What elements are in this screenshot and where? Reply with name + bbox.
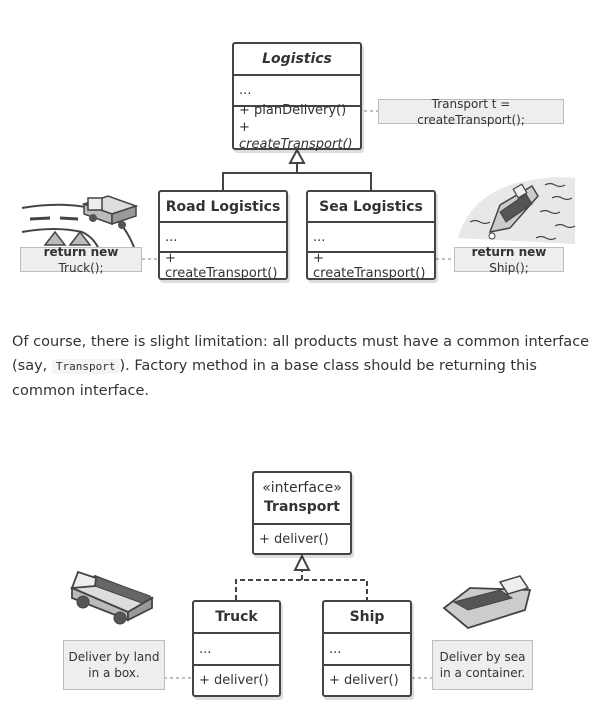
transport-method-text: + deliver() bbox=[259, 531, 329, 547]
top-diagram: Logistics ... + planDelivery() + createT… bbox=[0, 0, 616, 300]
method-create-transport: + createTransport() bbox=[239, 120, 353, 152]
note-land-line1: Deliver by land bbox=[68, 650, 160, 664]
logistics-class-title: Logistics bbox=[234, 44, 360, 74]
transport-interface: «interface» Transport + deliver() bbox=[252, 471, 352, 555]
truck-fields: ... bbox=[194, 632, 279, 664]
logistics-class: Logistics ... + planDelivery() + createT… bbox=[232, 42, 362, 152]
sea-logistics-title: Sea Logistics bbox=[308, 192, 434, 221]
inline-code-transport: Transport bbox=[51, 359, 120, 374]
note-return-truck: return new Truck(); bbox=[20, 244, 142, 275]
ship-title-text: Ship bbox=[349, 609, 385, 625]
truck-methods: + deliver() bbox=[194, 664, 279, 695]
note-truck-keyword: return new bbox=[43, 244, 119, 259]
paragraph-text-after: ). Factory method in a base class should… bbox=[12, 358, 537, 399]
truck-icon bbox=[81, 195, 139, 229]
sea-fields: ... bbox=[308, 221, 434, 251]
note-ship-value: Ship(); bbox=[489, 260, 529, 275]
note-ship-keyword: return new bbox=[471, 244, 547, 259]
explanation-paragraph: Of course, there is slight limitation: a… bbox=[12, 330, 592, 403]
sea-method-text: + createTransport() bbox=[313, 250, 426, 281]
ship-fields: ... bbox=[324, 632, 410, 664]
road-fields: ... bbox=[160, 221, 286, 251]
logistics-methods: + planDelivery() + createTransport() bbox=[234, 103, 360, 152]
sea-logistics-class: Sea Logistics ... + createTransport() bbox=[306, 190, 436, 281]
sea-methods: + createTransport() bbox=[308, 250, 434, 281]
note-land-line2: in a box. bbox=[88, 666, 140, 680]
ship-fields-text: ... bbox=[329, 641, 342, 657]
truck-icon bbox=[69, 570, 155, 625]
truck-class: Truck ... + deliver() bbox=[192, 600, 281, 697]
ship-class-title: Ship bbox=[324, 602, 410, 632]
road-title-text: Road Logistics bbox=[165, 198, 281, 215]
truck-fields-text: ... bbox=[199, 641, 212, 657]
interface-stereotype: «interface» bbox=[262, 480, 342, 496]
road-method-text: + createTransport() bbox=[165, 250, 278, 281]
note-transport-text: Transport t = createTransport(); bbox=[417, 96, 525, 127]
paragraph-text-before: Of course, there is slight limitation: a… bbox=[12, 334, 590, 374]
ship-class: Ship ... + deliver() bbox=[322, 600, 412, 697]
sea-title-text: Sea Logistics bbox=[319, 198, 423, 215]
truck-method-text: + deliver() bbox=[199, 673, 269, 688]
ship-method-text: + deliver() bbox=[329, 673, 399, 688]
note-deliver-land: Deliver by land in a box. bbox=[63, 640, 165, 690]
truck-class-title: Truck bbox=[194, 602, 279, 632]
note-deliver-sea: Deliver by sea in a container. bbox=[432, 640, 533, 690]
truck-title-text: Truck bbox=[215, 609, 258, 625]
logistics-title-text: Logistics bbox=[262, 51, 332, 67]
road-logistics-class: Road Logistics ... + createTransport() bbox=[158, 190, 288, 281]
transport-interface-title: «interface» Transport bbox=[254, 473, 350, 523]
note-transport-assign: Transport t = createTransport(); bbox=[378, 97, 564, 127]
logistics-fields-text: ... bbox=[239, 83, 252, 98]
road-logistics-title: Road Logistics bbox=[160, 192, 286, 221]
bottom-diagram-connectors bbox=[69, 553, 532, 679]
road-fields-text: ... bbox=[165, 229, 178, 245]
ship-icon bbox=[488, 183, 539, 240]
method-plan-delivery: + planDelivery() bbox=[239, 103, 347, 118]
logistics-fields: ... bbox=[234, 74, 360, 105]
note-sea-line2: in a container. bbox=[439, 666, 526, 680]
sea-fields-text: ... bbox=[313, 229, 326, 245]
top-diagram-connectors bbox=[21, 107, 576, 260]
note-truck-value: Truck(); bbox=[58, 260, 104, 275]
note-return-ship: return new Ship(); bbox=[454, 244, 564, 275]
note-sea-line1: Deliver by sea bbox=[439, 650, 526, 664]
transport-methods: + deliver() bbox=[254, 523, 350, 553]
road-methods: + createTransport() bbox=[160, 250, 286, 281]
transport-title-text: Transport bbox=[264, 499, 340, 515]
ship-methods: + deliver() bbox=[324, 664, 410, 695]
ship-icon bbox=[442, 575, 532, 630]
bottom-diagram: «interface» Transport + deliver() Truck … bbox=[0, 460, 616, 720]
